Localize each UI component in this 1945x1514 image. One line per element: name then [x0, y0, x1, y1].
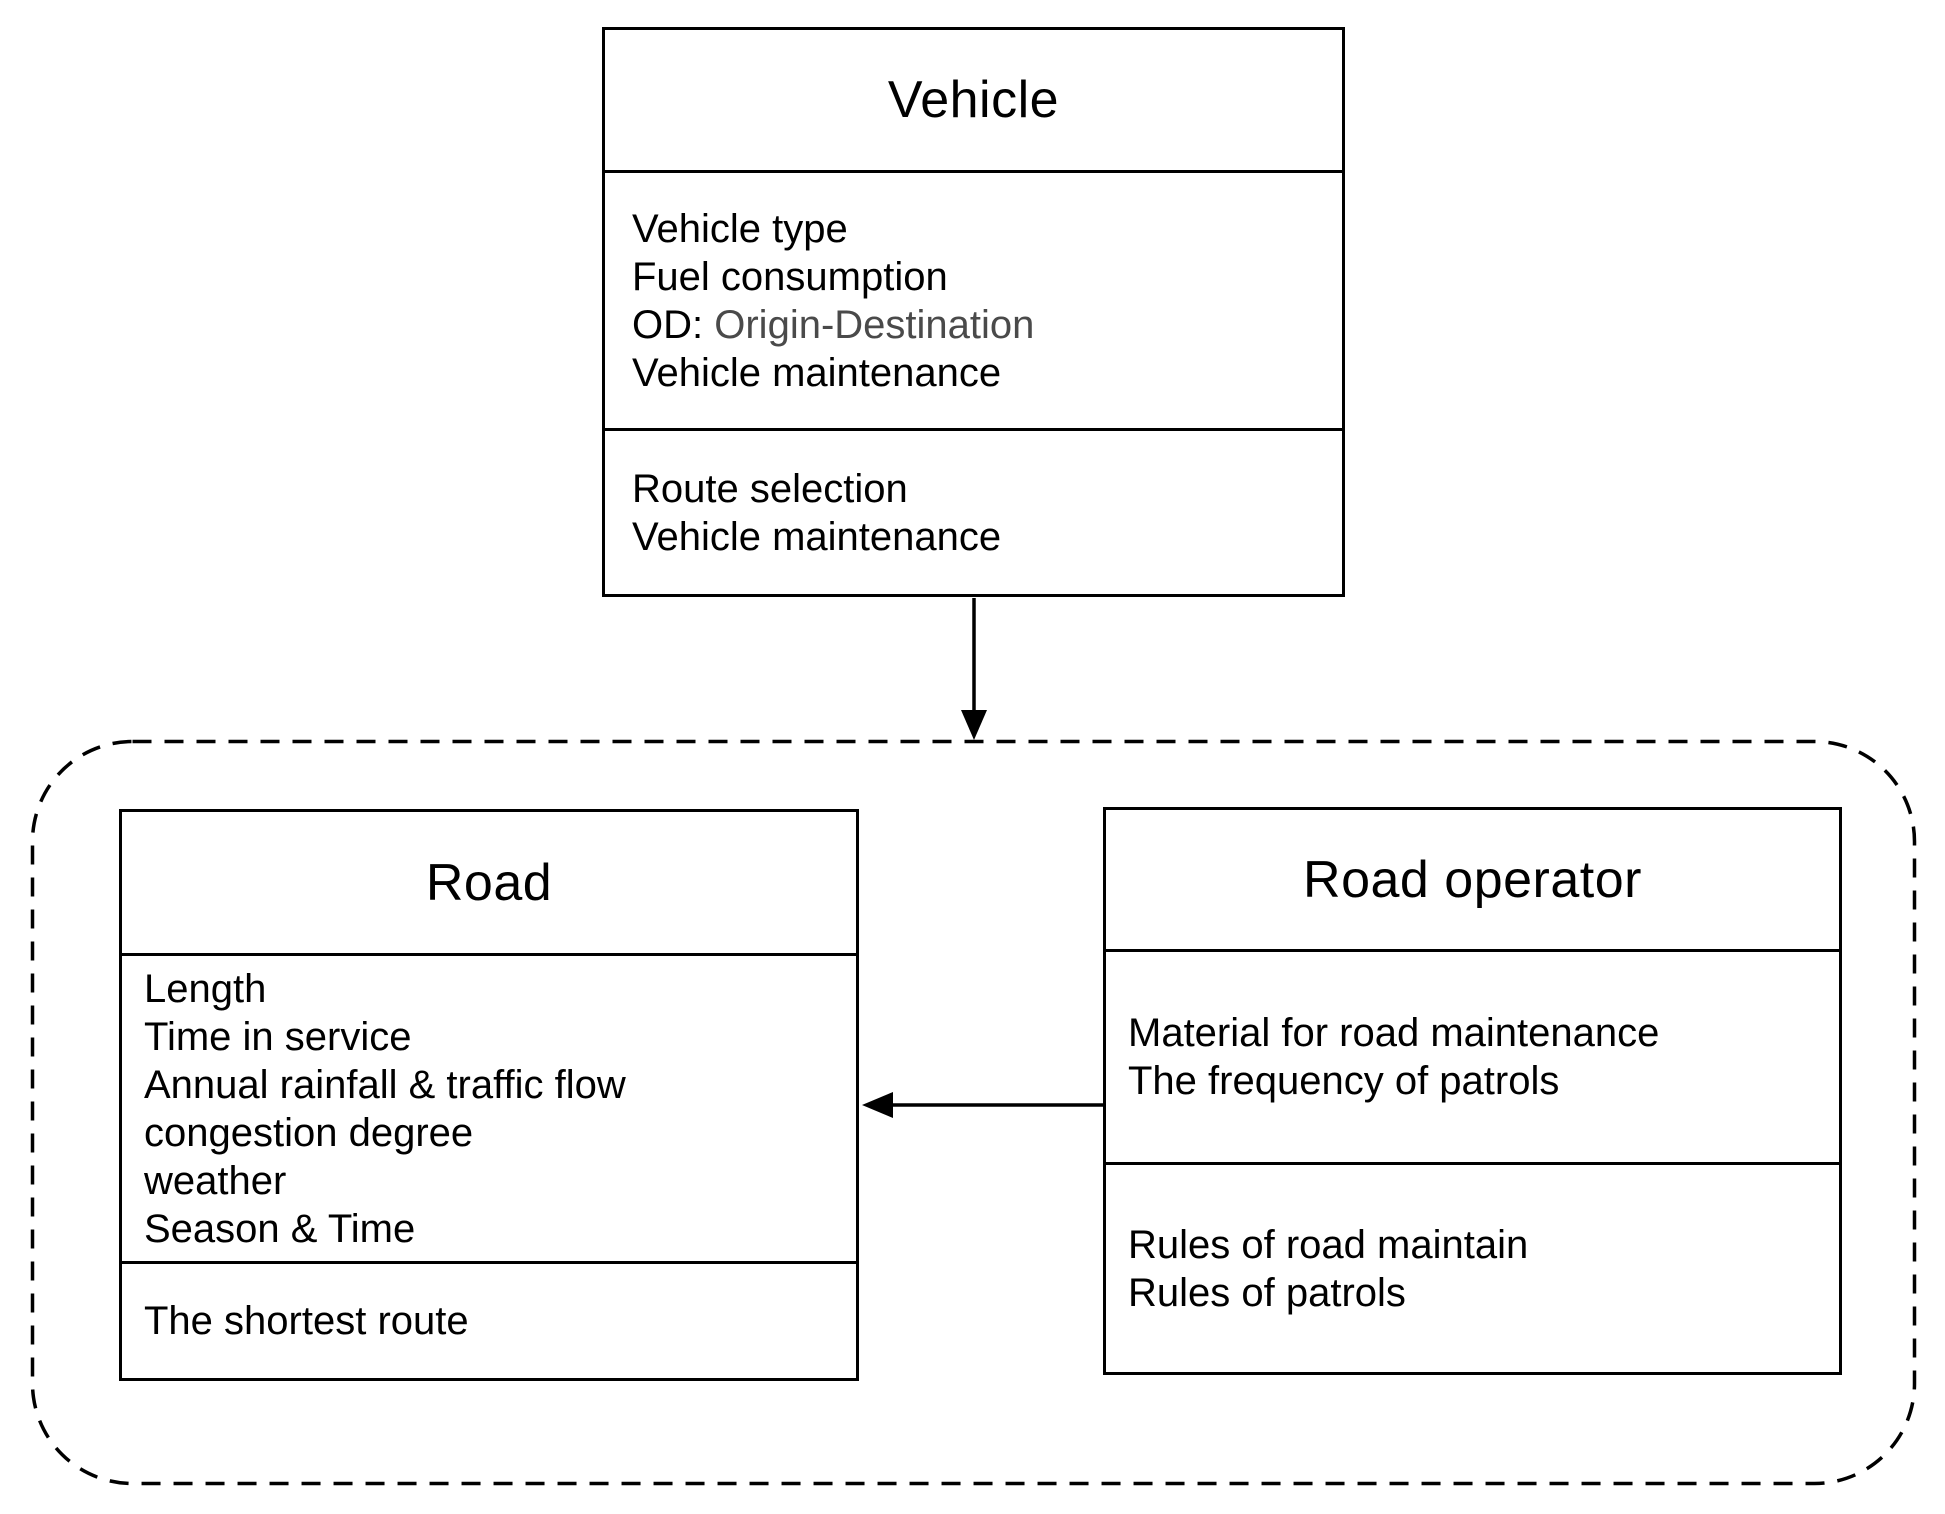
operation-line: Vehicle maintenance	[632, 514, 1002, 559]
attribute-line: Vehicle type	[632, 206, 848, 251]
operation-line: Route selection	[632, 466, 908, 511]
attribute-line: Length	[144, 966, 267, 1011]
attribute-line: Material for road maintenance	[1128, 1011, 1660, 1055]
road-operator-class-title: Road operator	[1303, 850, 1642, 909]
attribute-line: Annual rainfall & traffic flow	[144, 1062, 626, 1107]
operation-line: Rules of road maintain	[1128, 1222, 1529, 1267]
attribute-line: Fuel consumption	[632, 254, 948, 299]
vehicle-class-box: Vehicle Vehicle type Fuel consumption OD…	[602, 27, 1345, 597]
road-operator-to-road-arrow	[862, 1092, 1103, 1118]
attribute-line: congestion degree	[144, 1110, 474, 1155]
road-operator-operations-section: Rules of road maintain Rules of patrols	[1106, 1162, 1839, 1372]
arrowhead-down-icon	[961, 710, 987, 740]
attribute-line: Season & Time	[144, 1206, 416, 1251]
attribute-line: weather	[144, 1158, 287, 1203]
arrowhead-left-icon	[862, 1092, 893, 1118]
attribute-line: OD: Origin-Destination	[632, 301, 1342, 349]
vehicle-attributes-section: Vehicle type Fuel consumption OD: Origin…	[605, 170, 1342, 428]
vehicle-class-title: Vehicle	[887, 71, 1060, 129]
vehicle-to-group-arrow	[961, 598, 987, 740]
attribute-line: The frequency of patrols	[1128, 1059, 1560, 1103]
road-class-title: Road	[425, 853, 553, 912]
road-operations-section: The shortest route	[122, 1261, 856, 1378]
road-attributes-section: Length Time in service Annual rainfall &…	[122, 953, 856, 1261]
road-operator-attributes-section: Material for road maintenance The freque…	[1106, 949, 1839, 1162]
attribute-line: Vehicle maintenance	[632, 350, 1002, 395]
operation-line: Rules of patrols	[1128, 1270, 1406, 1315]
road-operator-class-box: Road operator Material for road maintena…	[1103, 807, 1842, 1375]
operation-line: The shortest route	[144, 1299, 469, 1343]
od-value: Origin-Destination	[714, 302, 1035, 347]
road-class-box: Road Length Time in service Annual rainf…	[119, 809, 859, 1381]
od-label: OD:	[632, 302, 704, 347]
vehicle-operations-section: Route selection Vehicle maintenance	[605, 428, 1342, 594]
attribute-line: Time in service	[144, 1014, 412, 1059]
